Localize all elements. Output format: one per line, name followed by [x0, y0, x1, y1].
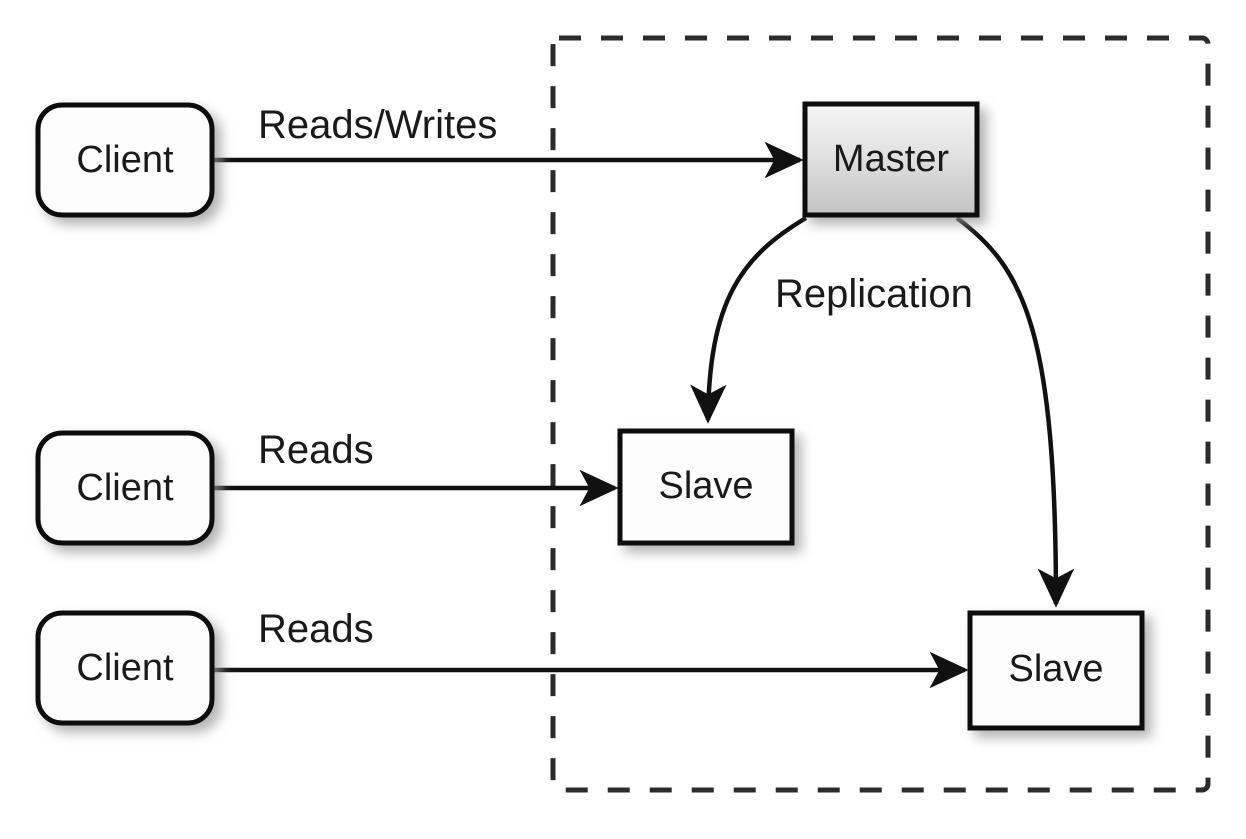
client-3-shape — [35, 610, 215, 726]
node-client-2[interactable]: Client — [35, 430, 215, 546]
edge-label-reads-middle: Reads — [258, 428, 374, 472]
slave-1-shape — [617, 428, 795, 546]
master-shape — [802, 101, 980, 218]
client-1-label: Client — [76, 139, 174, 181]
client-2-shape — [35, 430, 215, 546]
client-2-label: Client — [76, 467, 174, 509]
node-slave-1[interactable]: Slave — [617, 428, 795, 546]
node-client-1[interactable]: Client — [35, 102, 215, 218]
database-cluster-boundary — [550, 35, 1211, 793]
edge-label-replication: Replication — [775, 272, 973, 316]
slave-2-label: Slave — [1008, 648, 1103, 690]
client-1-shape — [35, 102, 215, 218]
slave-2-shape — [967, 610, 1145, 731]
node-client-3[interactable]: Client — [35, 610, 215, 726]
slave-1-label: Slave — [658, 465, 753, 507]
node-slave-2[interactable]: Slave — [967, 610, 1145, 731]
edge-master-slave2 — [955, 216, 1075, 608]
node-master[interactable]: Master — [802, 101, 980, 218]
client-3-label: Client — [76, 647, 174, 689]
edge-label-reads-bottom: Reads — [258, 607, 374, 651]
master-label: Master — [833, 138, 949, 180]
edge-master-slave1 — [690, 216, 808, 424]
edge-label-reads-writes: Reads/Writes — [258, 103, 497, 147]
